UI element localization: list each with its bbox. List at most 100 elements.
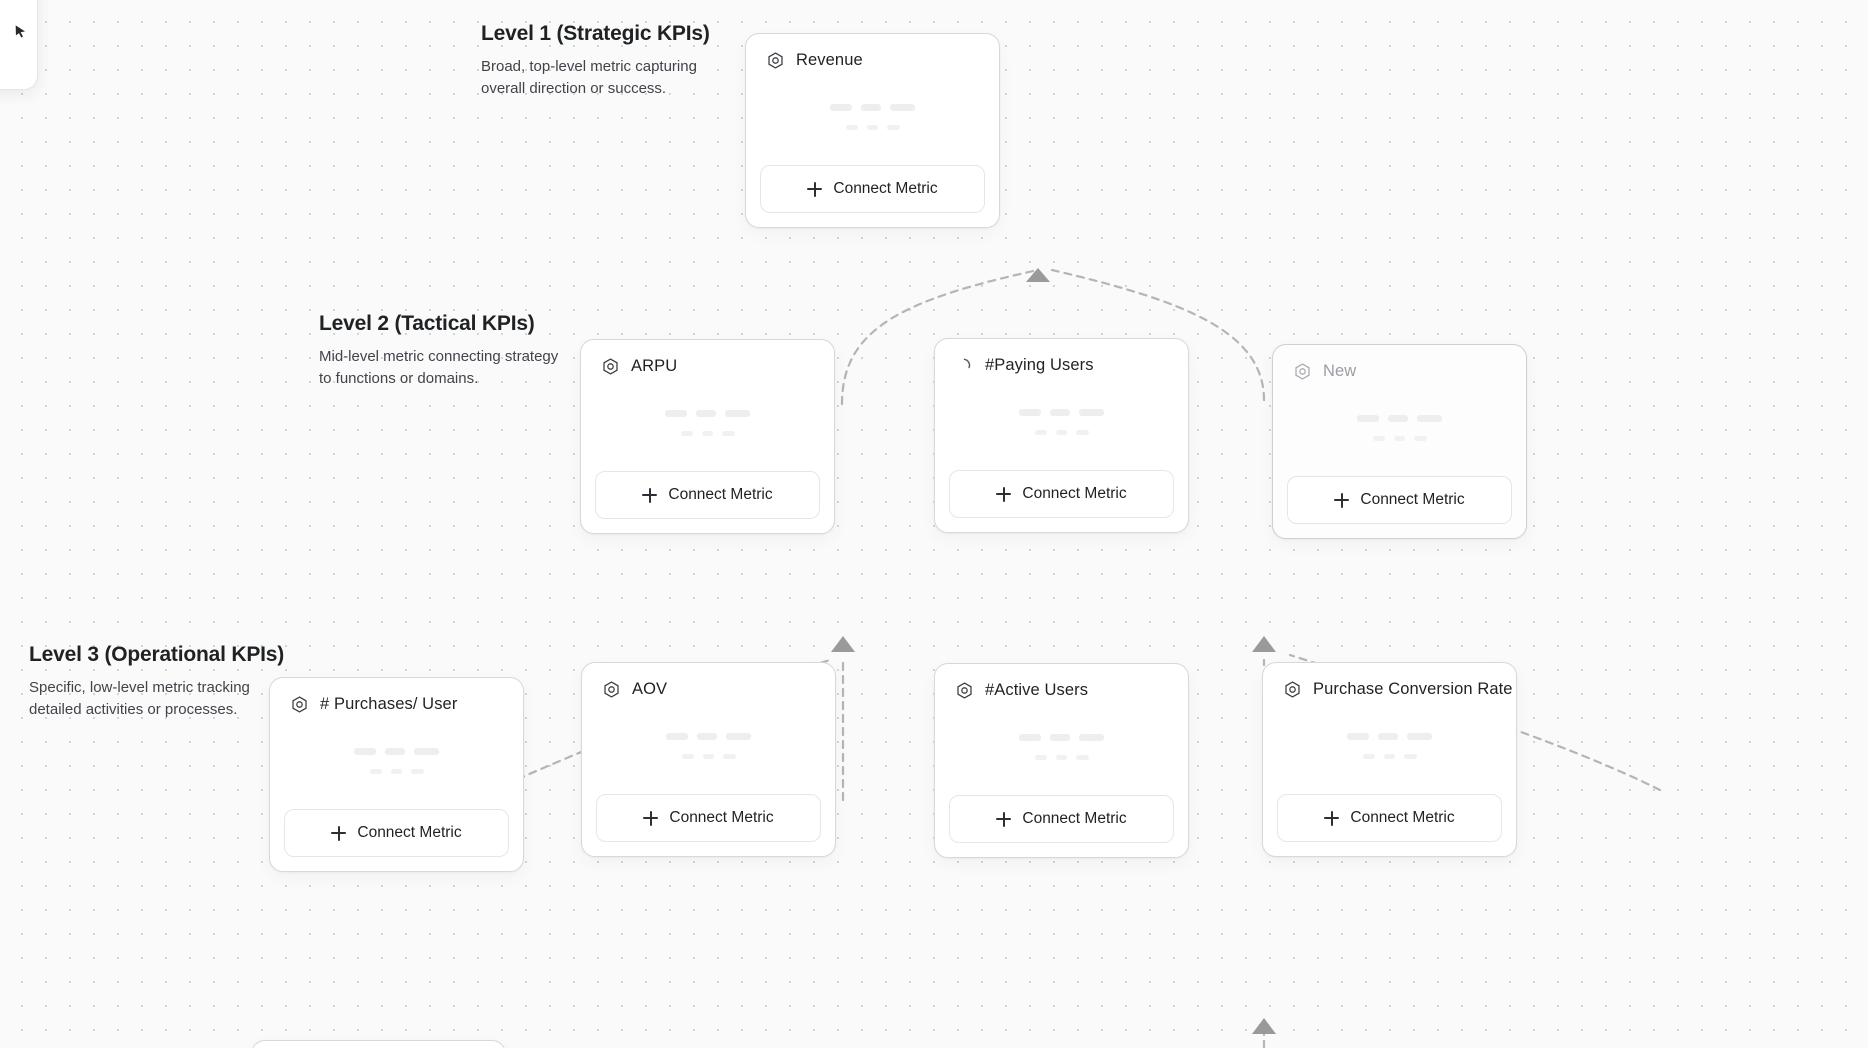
skeleton-row-secondary <box>1034 429 1089 435</box>
metric-card-partial-offscreen[interactable] <box>251 1040 506 1048</box>
connect-metric-button[interactable]: Connect Metric <box>760 165 985 213</box>
skeleton-bar <box>1019 733 1041 741</box>
skeleton-bar <box>725 409 750 417</box>
connect-metric-button[interactable]: Connect Metric <box>284 809 509 857</box>
skeleton-bar <box>1383 753 1395 759</box>
skeleton-bar <box>726 732 751 740</box>
skeleton-row-primary <box>1347 732 1432 740</box>
skeleton-bar <box>385 747 405 755</box>
metric-card-aov[interactable]: AOV Connect Metric <box>581 662 836 857</box>
connect-metric-button[interactable]: Connect Metric <box>949 795 1174 843</box>
card-header: New <box>1273 345 1526 381</box>
skeleton-bar <box>697 732 717 740</box>
skeleton-bar <box>1347 732 1369 740</box>
card-title: ARPU <box>631 357 678 375</box>
skeleton-bar <box>1393 435 1405 441</box>
skeleton-bar <box>1357 414 1379 422</box>
skeleton-row-secondary <box>1362 753 1417 759</box>
metric-card-purchase-conversion-rate[interactable]: Purchase Conversion Rate Connect Metric <box>1262 662 1517 857</box>
skeleton-bar <box>369 768 382 774</box>
skeleton-bar <box>1079 408 1104 416</box>
level-3-label-group: Level 3 (Operational KPIs) Specific, low… <box>29 643 284 721</box>
card-skeleton-body <box>582 699 835 794</box>
skeleton-bar <box>1075 754 1089 760</box>
card-skeleton-body <box>935 700 1188 795</box>
metric-card-purchases-per-user[interactable]: # Purchases/ User Connect Metric <box>269 677 524 872</box>
metric-card-active-users[interactable]: #Active Users Connect Metric <box>934 663 1189 858</box>
skeleton-bar <box>1079 733 1104 741</box>
skeleton-bar <box>721 430 735 436</box>
skeleton-bar <box>1055 429 1067 435</box>
skeleton-row-secondary <box>369 768 424 774</box>
skeleton-bar <box>1407 732 1432 740</box>
cursor-pointer-icon[interactable] <box>13 24 29 40</box>
level-2-description: Mid-level metric connecting strategy to … <box>319 348 559 387</box>
card-title: #Active Users <box>985 681 1089 699</box>
connect-metric-button[interactable]: Connect Metric <box>596 794 821 842</box>
plus-icon <box>331 825 347 841</box>
plus-icon <box>807 181 823 197</box>
skeleton-bar <box>1372 435 1385 441</box>
card-header: ARPU <box>581 340 834 376</box>
card-title: New <box>1323 362 1357 380</box>
skeleton-bar <box>890 103 915 111</box>
connect-metric-button[interactable]: Connect Metric <box>595 471 820 519</box>
skeleton-row-secondary <box>1034 754 1089 760</box>
spinner-loading-icon <box>955 356 974 375</box>
connect-metric-label: Connect Metric <box>669 809 774 826</box>
skeleton-row-secondary <box>681 753 736 759</box>
level-1-label-group: Level 1 (Strategic KPIs) Broad, top-leve… <box>481 22 731 100</box>
skeleton-bar <box>1034 754 1047 760</box>
skeleton-row-secondary <box>680 430 735 436</box>
card-header: Purchase Conversion Rate <box>1263 663 1516 699</box>
skeleton-bar <box>680 430 693 436</box>
connect-metric-button[interactable]: Connect Metric <box>949 470 1174 518</box>
connect-metric-button[interactable]: Connect Metric <box>1287 476 1512 524</box>
connect-metric-button[interactable]: Connect Metric <box>1277 794 1502 842</box>
hexagon-metric-icon <box>290 695 309 714</box>
hexagon-metric-icon <box>1293 362 1312 381</box>
hexagon-metric-icon <box>601 357 620 376</box>
connect-metric-label: Connect Metric <box>1350 809 1455 826</box>
floating-toolbar-panel[interactable] <box>0 0 38 90</box>
arrowhead-paying-users <box>1252 636 1276 652</box>
card-title: # Purchases/ User <box>320 695 458 713</box>
card-skeleton-body <box>270 714 523 809</box>
skeleton-row-secondary <box>845 124 900 130</box>
skeleton-bar <box>414 747 439 755</box>
skeleton-bar <box>845 124 858 130</box>
connect-metric-label: Connect Metric <box>1022 485 1127 502</box>
skeleton-bar <box>1075 429 1089 435</box>
skeleton-bar <box>866 124 878 130</box>
skeleton-row-primary <box>354 747 439 755</box>
skeleton-row-primary <box>1357 414 1442 422</box>
skeleton-bar <box>1378 732 1398 740</box>
skeleton-row-primary <box>1019 408 1104 416</box>
metric-card-revenue[interactable]: Revenue Connect Metric <box>745 33 1000 228</box>
card-title: #Paying Users <box>985 356 1094 374</box>
level-2-label-group: Level 2 (Tactical KPIs) Mid-level metric… <box>319 312 569 390</box>
arrowhead-active-users-stub <box>1252 1018 1276 1034</box>
hexagon-metric-icon <box>766 51 785 70</box>
card-title: Revenue <box>796 51 863 69</box>
skeleton-bar <box>1417 414 1442 422</box>
plus-icon <box>642 487 658 503</box>
skeleton-bar <box>1050 408 1070 416</box>
skeleton-bar <box>1019 408 1041 416</box>
skeleton-bar <box>1362 753 1375 759</box>
metric-card-new[interactable]: New Connect Metric <box>1272 344 1527 539</box>
metric-card-paying-users[interactable]: #Paying Users Connect Metric <box>934 338 1189 533</box>
skeleton-bar <box>861 103 881 111</box>
card-title: AOV <box>632 680 668 698</box>
plus-icon <box>996 486 1012 502</box>
level-2-title: Level 2 (Tactical KPIs) <box>319 312 535 335</box>
card-title: Purchase Conversion Rate <box>1313 680 1513 698</box>
skeleton-row-secondary <box>1372 435 1427 441</box>
skeleton-bar <box>886 124 900 130</box>
skeleton-bar <box>701 430 713 436</box>
arrowhead-revenue <box>1026 268 1050 282</box>
skeleton-bar <box>1388 414 1408 422</box>
plus-icon <box>996 811 1012 827</box>
metric-card-arpu[interactable]: ARPU Connect Metric <box>580 339 835 534</box>
